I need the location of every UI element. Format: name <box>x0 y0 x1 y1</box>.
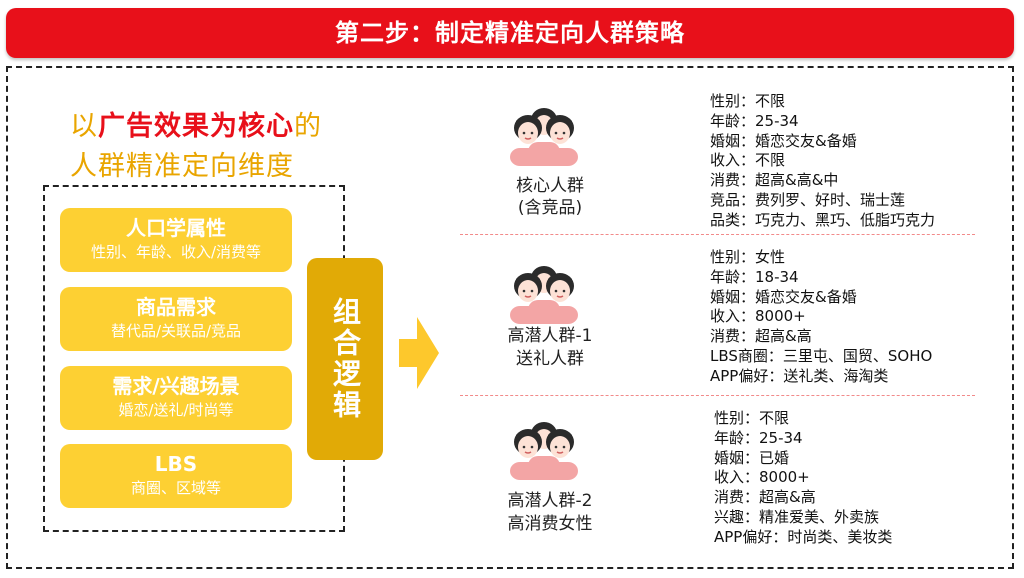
dimension-subtitle: 婚恋/送礼/时尚等 <box>118 401 234 419</box>
attribute-item: 婚姻：婚恋交友&备婚 <box>710 287 857 306</box>
attribute-item: 性别：女性 <box>710 248 786 266</box>
group-name-line2: 高消费女性 <box>507 514 593 534</box>
attribute-item: 消费：超高&高 <box>714 488 816 507</box>
combination-logic-label: 组合逻辑 <box>329 297 362 421</box>
page-title: 第二步：制定精准定向人群策略 <box>335 19 685 47</box>
group-divider <box>460 234 975 235</box>
dimension-product-demand: 商品需求 替代品/关联品/竞品 <box>60 287 292 351</box>
content-frame <box>6 66 1014 569</box>
dimension-title: LBS <box>154 452 198 476</box>
dimension-subtitle: 替代品/关联品/竞品 <box>110 322 242 340</box>
attribute-item: 品类：巧克力、黑巧、低脂巧克力 <box>710 210 936 229</box>
attribute-item: 竞品：费列罗、好时、瑞士莲 <box>710 190 906 209</box>
attribute-item: 年龄：25-34 <box>710 111 799 130</box>
audience-group-gift: 高潜人群-1 送礼人群 <box>500 256 620 381</box>
headline-line1: 以广告效果为核心的 <box>70 104 322 143</box>
dimension-interest-scene: 需求/兴趣场景 婚恋/送礼/时尚等 <box>60 366 292 430</box>
attribute-item: 消费：超高&高&中 <box>710 171 839 190</box>
attribute-item: APP偏好：送礼类、海淘类 <box>710 366 889 385</box>
people-icon <box>510 266 578 324</box>
headline-highlight: 广告效果为核心 <box>98 111 294 142</box>
attribute-item: 收入：不限 <box>710 151 786 170</box>
attribute-item: 收入：8000+ <box>710 307 806 326</box>
group-divider <box>460 395 975 396</box>
attribute-item: 性别：不限 <box>714 409 790 427</box>
attribute-list-high-spending: 性别：不限 年龄：25-34 婚姻：已婚 收入：8000+ 消费：超高&高 兴趣… <box>714 409 892 548</box>
group-name-line1: 核心人群 <box>516 176 584 196</box>
dimension-subtitle: 商圈、区域等 <box>130 479 221 497</box>
group-name-line1: 高潜人群-1 <box>507 326 593 346</box>
audience-group-high-spending: 高潜人群-2 高消费女性 <box>500 412 620 542</box>
attribute-item: APP偏好：时尚类、美妆类 <box>714 527 893 546</box>
attribute-list-core: 性别：不限 年龄：25-34 婚姻：婚恋交友&备婚 收入：不限 消费：超高&高&… <box>710 92 935 231</box>
dimension-title: 商品需求 <box>136 295 216 319</box>
people-icon <box>510 108 578 166</box>
attribute-item: 性别：不限 <box>710 92 786 110</box>
attribute-item: 婚姻：婚恋交友&备婚 <box>710 131 857 150</box>
attribute-item: 兴趣：精准爱美、外卖族 <box>714 507 880 526</box>
combination-logic-box: 组合逻辑 <box>307 258 383 460</box>
title-banner: 第二步：制定精准定向人群策略 <box>6 8 1014 58</box>
attribute-list-gift: 性别：女性 年龄：18-34 婚姻：婚恋交友&备婚 收入：8000+ 消费：超高… <box>710 248 932 387</box>
attribute-item: 收入：8000+ <box>714 468 810 487</box>
dimension-subtitle: 性别、年龄、收入/消费等 <box>90 243 262 261</box>
group-name-line2: (含竞品) <box>517 198 583 218</box>
headline-prefix: 以 <box>70 111 98 142</box>
dimension-title: 需求/兴趣场景 <box>112 374 240 398</box>
group-name-line2: 送礼人群 <box>516 349 584 369</box>
headline-suffix: 的 <box>294 111 322 142</box>
attribute-item: 年龄：25-34 <box>714 428 803 447</box>
attribute-item: 消费：超高&高 <box>710 327 812 346</box>
dimension-lbs: LBS 商圈、区域等 <box>60 444 292 508</box>
attribute-item: 婚姻：已婚 <box>714 448 790 467</box>
group-name-line1: 高潜人群-2 <box>507 491 593 511</box>
attribute-item: LBS商圈：三里屯、国贸、SOHO <box>710 346 933 365</box>
attribute-item: 年龄：18-34 <box>710 267 799 286</box>
audience-group-core: 核心人群 (含竞品) <box>500 98 620 223</box>
dimension-demographics: 人口学属性 性别、年龄、收入/消费等 <box>60 208 292 272</box>
headline-line2: 人群精准定向维度 <box>70 151 294 182</box>
arrow-right-icon <box>399 317 439 389</box>
dimension-title: 人口学属性 <box>126 216 226 240</box>
people-icon <box>510 422 578 480</box>
